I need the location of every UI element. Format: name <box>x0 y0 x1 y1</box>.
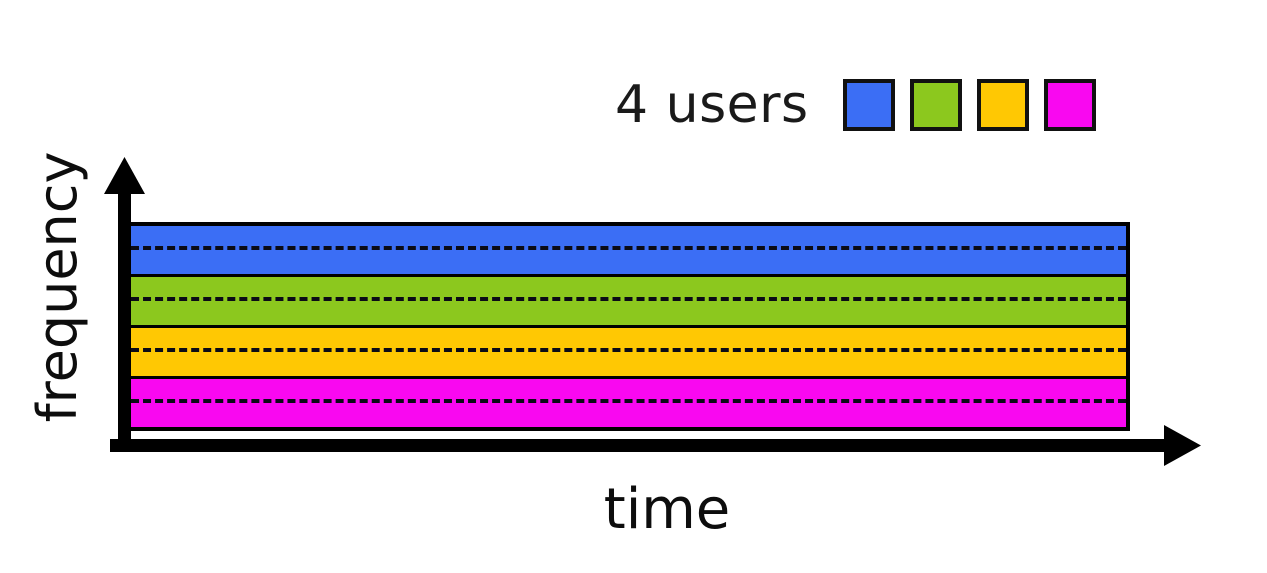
band-user-3-dashed-split <box>131 348 1126 353</box>
legend-swatch-user-2 <box>909 79 962 131</box>
band-user-4 <box>131 379 1126 427</box>
y-axis-arrowhead <box>104 157 145 194</box>
legend-swatch-user-3 <box>976 79 1029 131</box>
band-user-1 <box>131 226 1126 277</box>
frequency-band-stack <box>127 222 1130 431</box>
y-axis-label: frequency <box>26 151 89 423</box>
x-axis-arrowhead <box>1164 425 1201 466</box>
legend-label: 4 users <box>615 75 809 135</box>
legend-swatch-group <box>842 79 1096 131</box>
x-axis-label: time <box>603 477 731 542</box>
legend-swatch-user-4 <box>1043 79 1096 131</box>
legend: 4 users <box>615 70 1096 140</box>
band-user-2-dashed-split <box>131 297 1126 302</box>
band-user-4-dashed-split <box>131 399 1126 404</box>
x-axis-line <box>110 439 1170 452</box>
legend-swatch-user-1 <box>842 79 895 131</box>
band-user-3 <box>131 328 1126 379</box>
band-user-1-dashed-split <box>131 246 1126 251</box>
band-user-2 <box>131 277 1126 328</box>
